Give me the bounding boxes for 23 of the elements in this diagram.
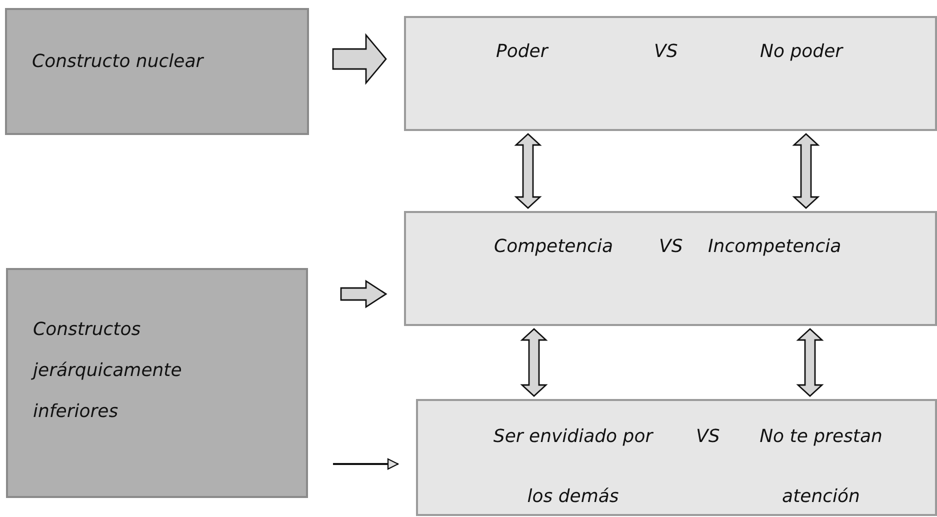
comparison-box (404, 211, 937, 326)
arrow (333, 458, 399, 470)
comparison-box (416, 399, 937, 516)
category-box (6, 268, 308, 498)
category-label: Constructos jerárquicamente inferiores (33, 318, 183, 424)
arrow (514, 133, 542, 209)
category-label: Constructo nuclear (32, 50, 205, 74)
construct-label: Competencia (494, 235, 614, 259)
versus-label: VS (659, 235, 683, 259)
construct-label: Incompetencia (708, 235, 842, 259)
construct-label: Poder (496, 40, 548, 64)
construct-label: Ser envidiado por los demás (492, 425, 654, 509)
versus-label: VS (696, 425, 720, 449)
construct-label: No te prestan atención (758, 425, 884, 509)
arrow (332, 33, 387, 85)
versus-label: VS (654, 40, 678, 64)
construct-label: No poder (760, 40, 843, 64)
arrow (792, 133, 820, 209)
comparison-box (404, 16, 937, 131)
arrow (796, 328, 824, 397)
category-box (5, 8, 309, 135)
arrow (520, 328, 548, 397)
arrow (340, 280, 388, 308)
